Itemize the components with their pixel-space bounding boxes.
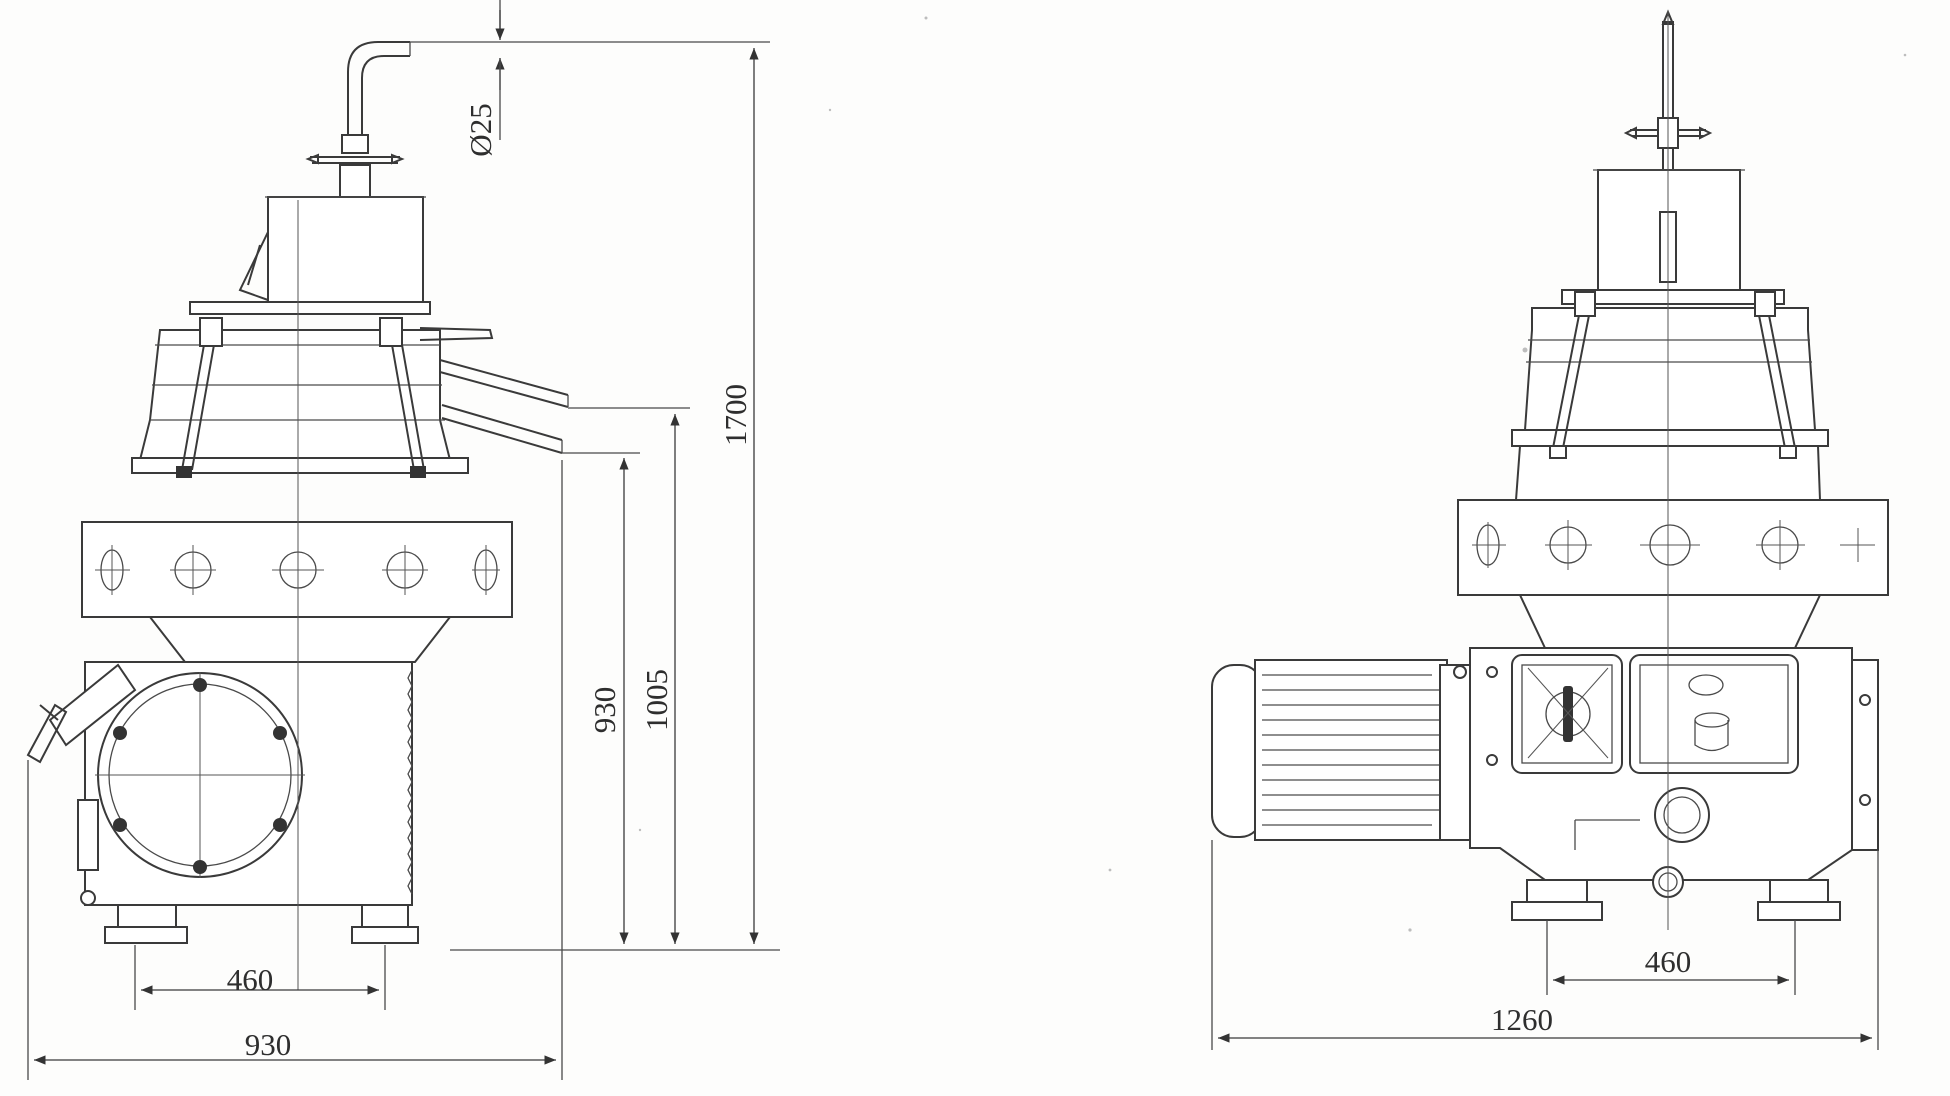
right-bowl-hood (1511, 291, 1829, 501)
right-front-view: 460 1260 (1211, 9, 1889, 1050)
left-side-view: Ø25 1700 1005 930 460 930 (26, 0, 780, 1080)
left-dimensions (27, 0, 780, 1080)
left-dimension-labels: Ø25 1700 1005 930 460 930 (227, 103, 753, 1062)
left-neck (147, 616, 453, 663)
paper-specks (638, 16, 1907, 932)
left-feed-pipe (305, 41, 411, 206)
dim-right-foot-spacing: 460 (1645, 944, 1692, 979)
dim-outlet-height: 1005 (639, 669, 674, 731)
left-top-hood (189, 196, 431, 315)
left-frame-band (81, 521, 513, 618)
right-dimension-labels: 460 1260 (1491, 944, 1691, 1037)
right-gear-housing (1469, 647, 1879, 921)
right-frame-band (1457, 499, 1889, 596)
dim-pipe-diameter: Ø25 (463, 103, 498, 156)
dim-left-foot-spacing: 460 (227, 962, 274, 997)
dim-right-overall-width: 1260 (1491, 1002, 1553, 1037)
left-bowl-hood (131, 317, 569, 478)
dim-left-overall-width: 930 (245, 1027, 292, 1062)
left-base-housing (26, 661, 419, 944)
right-dimensions (1211, 840, 1879, 1050)
right-neck (1518, 594, 1822, 649)
dim-inlet-height: 930 (587, 687, 622, 734)
right-motor (1211, 659, 1471, 841)
right-top-hood (1561, 169, 1785, 305)
dim-total-height: 1700 (718, 384, 753, 446)
